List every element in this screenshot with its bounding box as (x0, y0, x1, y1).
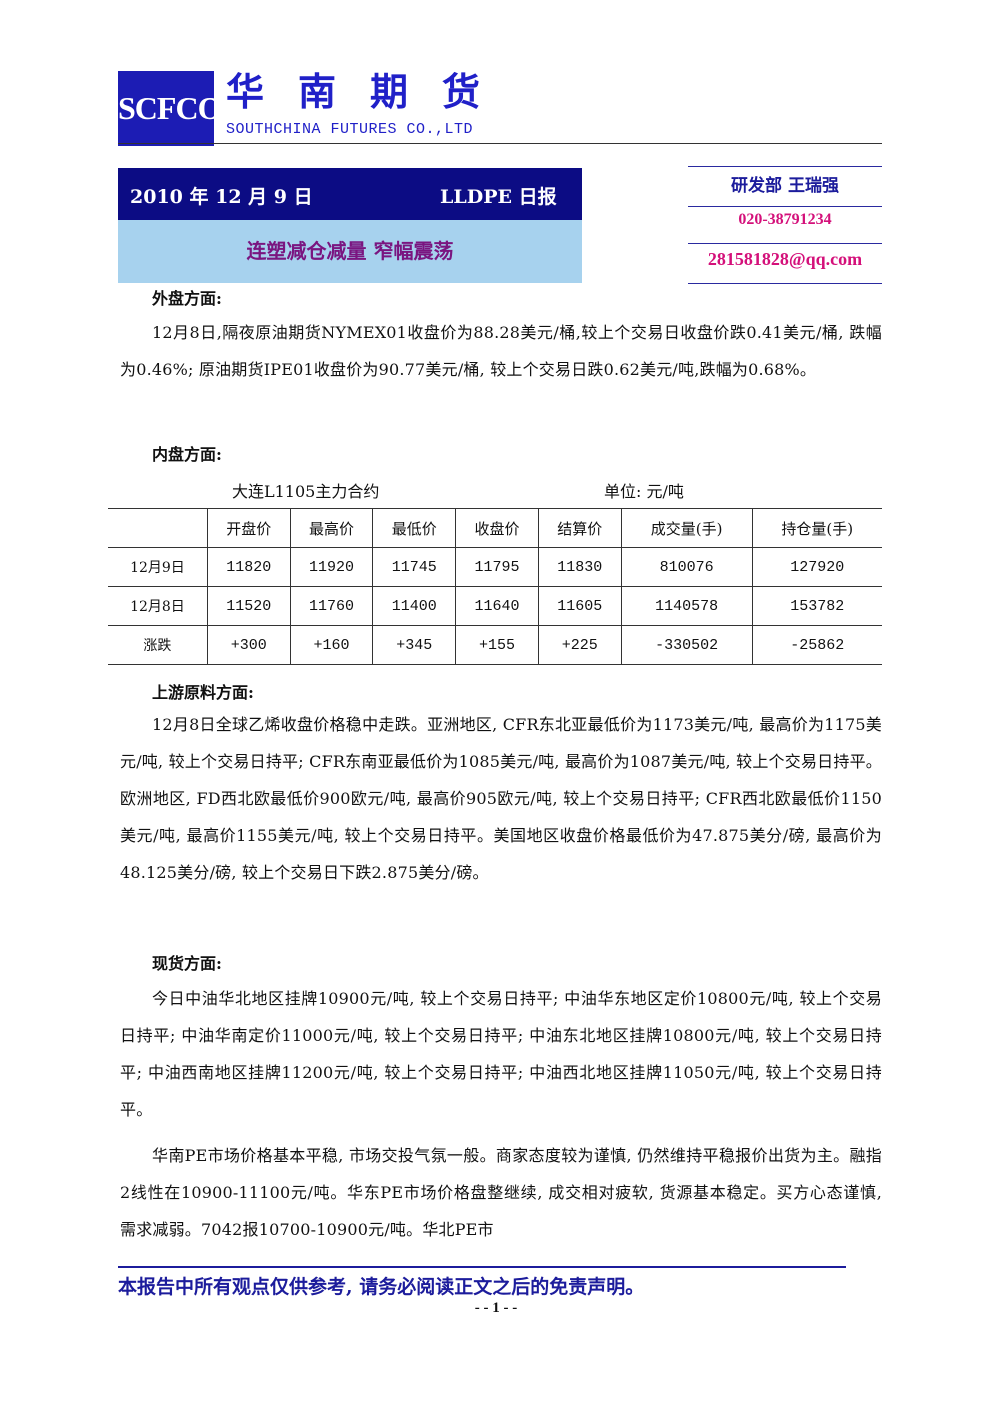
table-cell: +300 (206, 625, 291, 665)
table-caption: 大连L1105主力合约 (232, 482, 380, 501)
table-header-cell: 最高价 (289, 508, 373, 548)
contact-divider (688, 243, 882, 244)
table-cell: +155 (455, 625, 539, 665)
table-cell: 153782 (751, 586, 882, 626)
paragraph-spot-1: 今日中油华北地区挂牌10900元/吨, 较上个交易日持平; 中油华东地区定价10… (120, 989, 882, 1119)
contact-divider (688, 166, 882, 167)
contact-divider (688, 206, 882, 207)
table-row: 12月9日 11820 11920 11745 11795 11830 8100… (108, 547, 882, 587)
paragraph-spot-2: 华南PE市场价格基本平稳, 市场交投气氛一般。商家态度较为谨慎, 仍然维持平稳报… (120, 1146, 882, 1239)
report-title-bar: 2010 年 12 月 9 日 LLDPE 日报 (118, 168, 582, 220)
table-cell: -25862 (751, 625, 882, 665)
table-cell: 涨跌 (108, 625, 208, 665)
table-header-cell (108, 508, 208, 548)
section-heading-foreign: 外盘方面: (152, 289, 222, 308)
table-cell: 11760 (289, 586, 373, 626)
table-cell: 12月8日 (108, 586, 208, 626)
company-logo: SCFCO (118, 71, 222, 146)
table-header-cell: 结算价 (537, 508, 622, 548)
header-divider (118, 143, 882, 144)
contact-email[interactable]: 281581828@qq.com (707, 249, 863, 269)
table-cell: 11795 (455, 547, 539, 587)
report-subtitle: 连塑减仓减量 窄幅震荡 (246, 239, 454, 263)
company-name-cn: 华南期货 (226, 70, 515, 114)
author-department: 研发部 王瑞强 (731, 176, 839, 196)
report-date: 2010 年 12 月 9 日 (130, 186, 313, 208)
contact-divider (688, 283, 882, 284)
table-cell: 127920 (751, 547, 882, 587)
table-header-cell: 成交量(手) (620, 508, 752, 548)
table-row: 涨跌 +300 +160 +345 +155 +225 -330502 -258… (108, 625, 882, 665)
page-number: - - 1 - - (474, 1300, 518, 1316)
table-cell: 12月9日 (108, 547, 208, 587)
table-unit: 单位: 元/吨 (604, 482, 684, 501)
table-cell: +160 (289, 625, 373, 665)
report-name: LLDPE 日报 (440, 186, 557, 208)
table-cell: +225 (537, 625, 622, 665)
paragraph-upstream: 12月8日全球乙烯收盘价格稳中走跌。亚洲地区, CFR东北亚最低价为1173美元… (120, 715, 882, 882)
section-heading-upstream: 上游原料方面: (152, 683, 254, 702)
table-cell: 11830 (537, 547, 622, 587)
report-subtitle-bar: 连塑减仓减量 窄幅震荡 (118, 220, 582, 283)
table-cell: -330502 (620, 625, 752, 665)
table-cell: 11640 (455, 586, 539, 626)
contract-price-table: 开盘价 最高价 最低价 收盘价 结算价 成交量(手) 持仓量(手) 12月9日 … (108, 508, 882, 665)
table-header-row: 开盘价 最高价 最低价 收盘价 结算价 成交量(手) 持仓量(手) (108, 508, 882, 548)
table-cell: +345 (372, 625, 456, 665)
contact-phone: 020-38791234 (738, 211, 832, 228)
paragraph-foreign: 12月8日,隔夜原油期货NYMEX01收盘价为88.28美元/桶,较上个交易日收… (120, 323, 882, 379)
table-cell: 11605 (537, 586, 622, 626)
table-cell: 11520 (206, 586, 291, 626)
table-cell: 11820 (206, 547, 291, 587)
table-cell: 810076 (620, 547, 752, 587)
table-cell: 11920 (289, 547, 373, 587)
footer-divider (118, 1266, 846, 1268)
table-header-cell: 最低价 (372, 508, 456, 548)
section-heading-spot: 现货方面: (152, 954, 222, 973)
disclaimer: 本报告中所有观点仅供参考, 请务必阅读正文之后的免责声明。 (118, 1276, 645, 1298)
table-cell: 1140578 (620, 586, 752, 626)
section-heading-domestic: 内盘方面: (152, 445, 222, 464)
table-cell: 11400 (372, 586, 456, 626)
table-header-cell: 收盘价 (455, 508, 539, 548)
table-cell: 11745 (372, 547, 456, 587)
company-name-en: SOUTHCHINA FUTURES CO.,LTD (226, 121, 474, 138)
table-header-cell: 持仓量(手) (751, 508, 882, 548)
table-row: 12月8日 11520 11760 11400 11640 11605 1140… (108, 586, 882, 626)
table-header-cell: 开盘价 (206, 508, 291, 548)
